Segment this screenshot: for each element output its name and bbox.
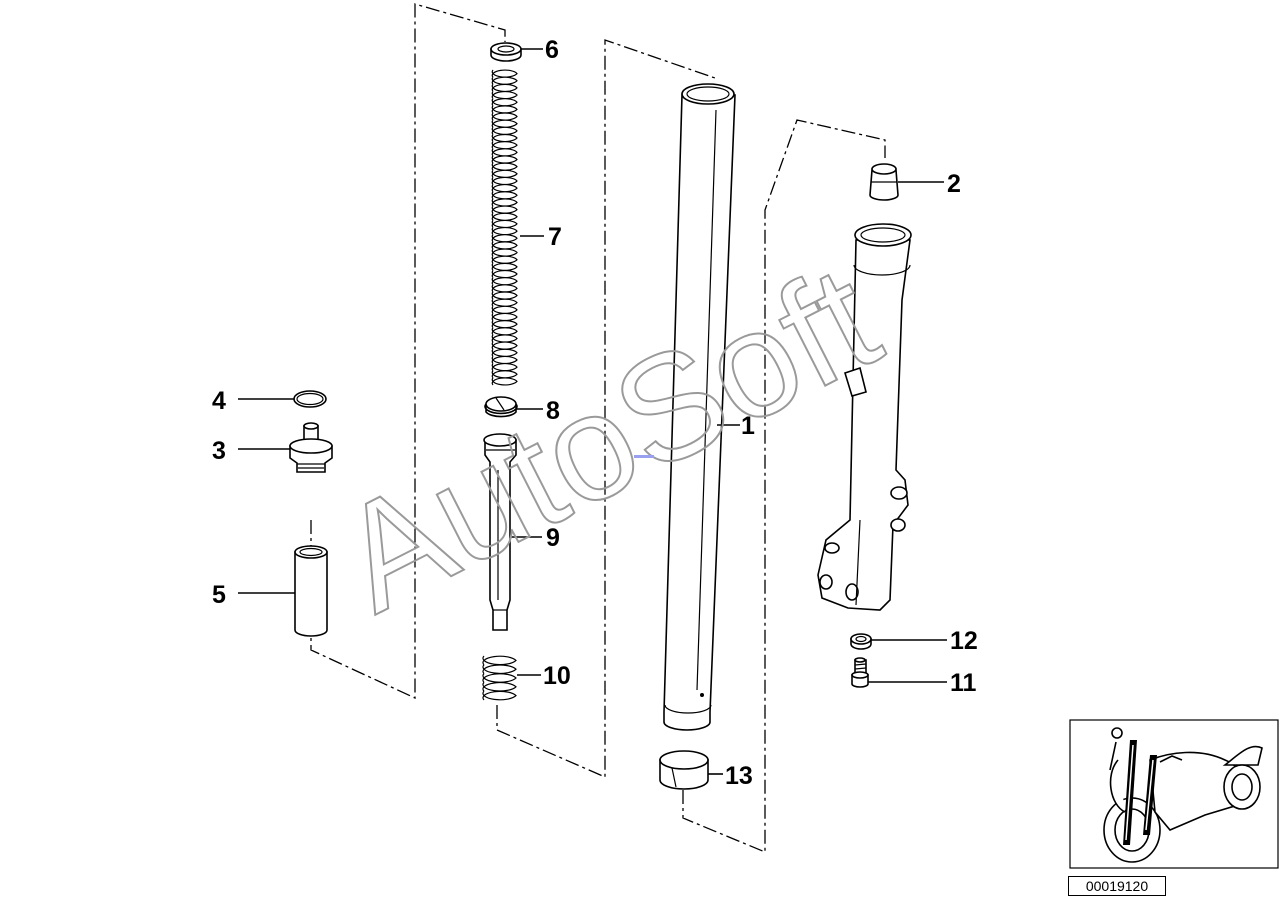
callout-4: 4 (212, 387, 226, 415)
highlighted-fork-icon (1123, 740, 1157, 845)
part-10-rebound-spring[interactable] (482, 655, 517, 701)
part-4-o-ring[interactable] (293, 390, 327, 408)
part-8-retaining-ring[interactable] (484, 396, 518, 418)
part-6-washer[interactable] (490, 42, 522, 62)
callout-11: 11 (950, 669, 977, 697)
watermark-dash (634, 455, 654, 458)
part-11-bolt[interactable] (851, 657, 869, 688)
part-5-spacer-sleeve[interactable] (294, 545, 328, 637)
callout-10: 10 (543, 662, 571, 690)
part-9-damper-rod[interactable] (483, 433, 517, 631)
callout-5: 5 (212, 581, 226, 609)
motorcycle-thumbnail (1069, 719, 1279, 869)
callout-1: 1 (741, 412, 755, 440)
part-13-guide-bushing[interactable] (659, 750, 709, 790)
part-3-screw-plug[interactable] (289, 422, 333, 473)
callout-12: 12 (950, 627, 978, 655)
callout-9: 9 (546, 524, 560, 552)
callout-7: 7 (548, 223, 562, 251)
leader-lines (238, 48, 947, 775)
part-7-fork-spring[interactable] (491, 69, 518, 386)
callout-2: 2 (947, 170, 961, 198)
part-12-sealing-washer[interactable] (850, 633, 872, 650)
callout-13: 13 (725, 762, 753, 790)
fork-slider[interactable] (817, 223, 912, 611)
callout-6: 6 (545, 36, 559, 64)
callout-3: 3 (212, 437, 226, 465)
watermark: AutoSoft (313, 233, 902, 644)
callout-8: 8 (546, 397, 560, 425)
drawing-number-label: 00019120 (1068, 876, 1166, 896)
part-1-fork-tube[interactable] (663, 83, 736, 731)
part-2-cap[interactable] (869, 163, 899, 201)
callout-labels: 6 7 8 9 10 1 2 12 11 13 4 3 5 (212, 36, 978, 790)
